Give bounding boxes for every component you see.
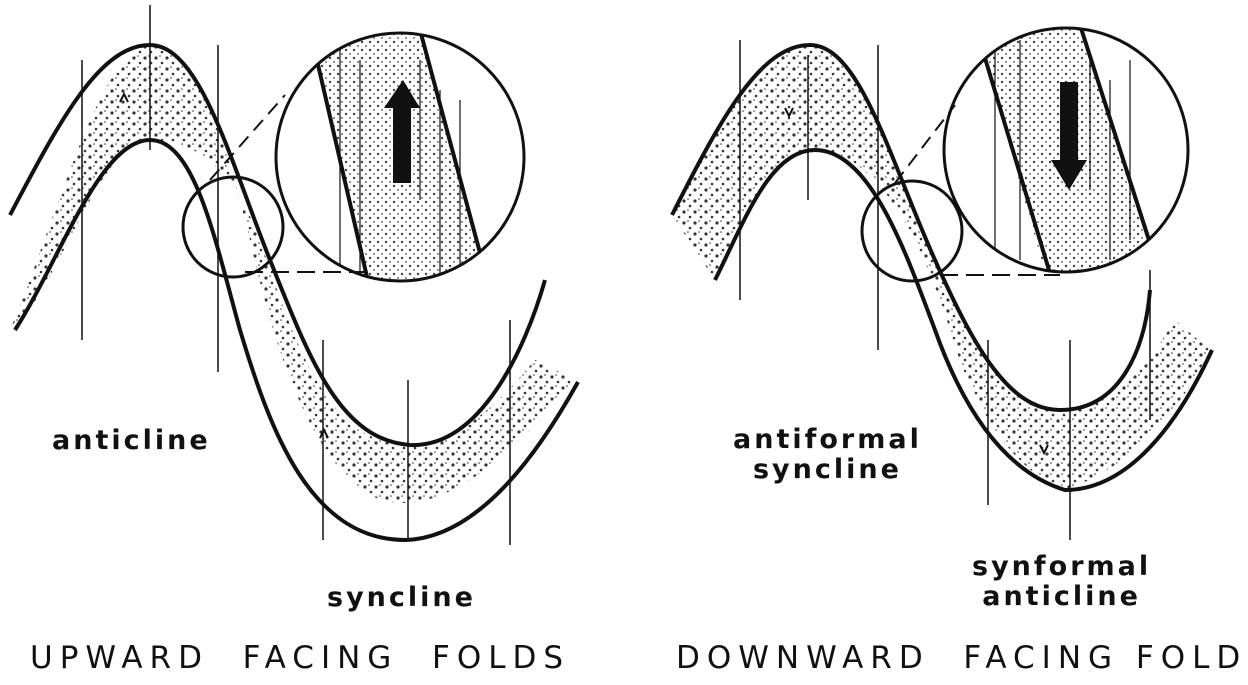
label-antiformal-syncline: antiformal syncline	[733, 425, 922, 485]
label-anticline: anticline	[52, 426, 211, 456]
left-panel	[10, 5, 578, 545]
right-magnified-view	[944, 25, 1188, 290]
left-magnified-view	[276, 30, 524, 290]
caption-upward-facing-folds: UPWARD FACING FOLDS	[30, 640, 570, 676]
left-lower-surface	[15, 140, 578, 540]
label-synformal-anticline: synformal anticline	[972, 552, 1151, 612]
label-syncline: syncline	[327, 583, 476, 613]
caption-downward-facing-folds: DOWNWARD FACING FOLDS	[676, 640, 1248, 676]
left-zoom-source-circle	[183, 177, 283, 277]
